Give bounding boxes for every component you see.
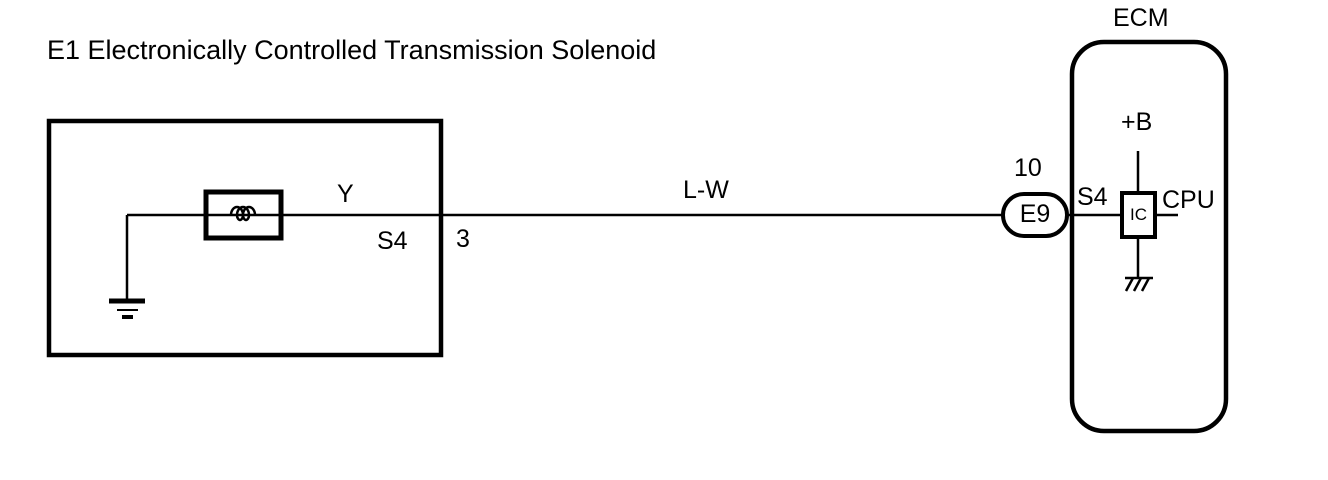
earth-ground-icon <box>109 298 145 319</box>
cpu-label: CPU <box>1162 186 1215 214</box>
ic-label: IC <box>1130 204 1147 224</box>
solenoid-terminal-label: S4 <box>377 227 408 255</box>
coil-icon <box>229 205 257 222</box>
diagram-title: E1 Electronically Controlled Transmissio… <box>47 35 657 65</box>
solenoid-box <box>46 118 444 358</box>
chassis-ground-icon <box>1124 276 1153 292</box>
ecm-box <box>1069 39 1229 434</box>
connector-id-label: E9 <box>1019 200 1051 229</box>
ecm-power-label: +B <box>1121 108 1153 136</box>
ecm-title: ECM <box>1113 4 1169 32</box>
ecm-terminal-label: S4 <box>1077 183 1108 211</box>
connector-pin-label: 10 <box>1014 154 1042 182</box>
solenoid-wire-color-label: Y <box>337 180 354 208</box>
harness-wire-color-label: L-W <box>683 176 729 204</box>
ic-box <box>1120 191 1157 239</box>
solenoid-pin-label: 3 <box>456 225 470 253</box>
coil-box <box>203 189 284 241</box>
connector-e9-oval <box>1001 192 1069 238</box>
